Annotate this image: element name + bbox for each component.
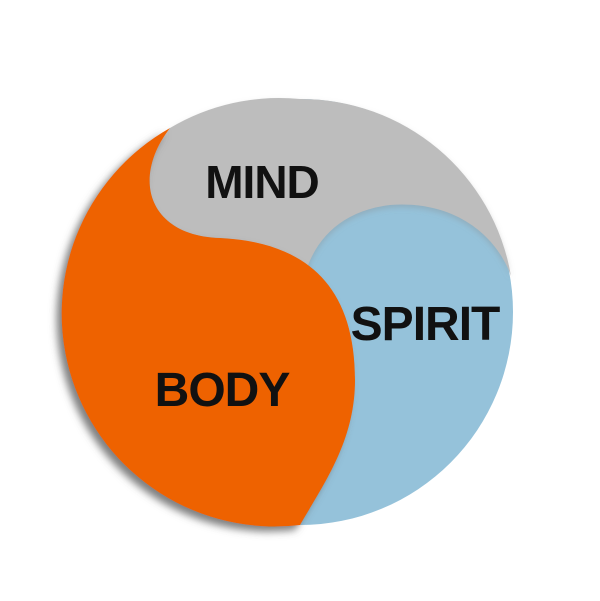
mind-segment [149,97,511,312]
body-segment [61,128,356,527]
body-label: BODY [155,364,291,417]
spirit-label: SPIRIT [351,298,500,351]
mind-label: MIND [205,156,319,208]
